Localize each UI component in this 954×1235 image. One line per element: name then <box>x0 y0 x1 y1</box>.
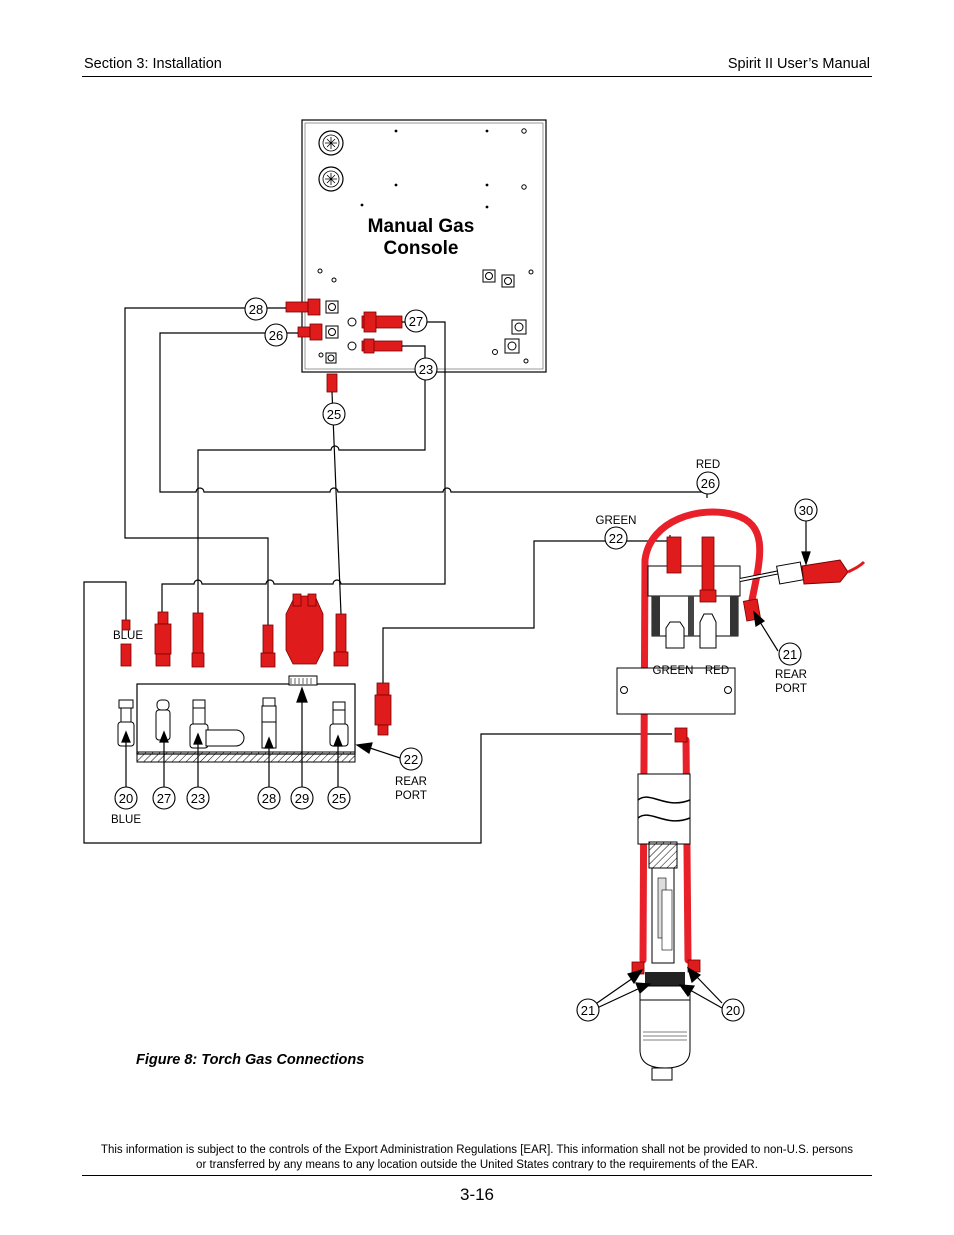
label-green-valve: GREEN <box>653 665 694 677</box>
label-red-valve: RED <box>705 665 729 677</box>
line-23 <box>197 345 426 613</box>
page-number: 3-16 <box>459 1185 495 1204</box>
footer-rule <box>82 1175 872 1176</box>
export-notice: This information is subject to the contr… <box>100 1144 854 1171</box>
header-manual-title: Spirit II User’s Manual <box>727 56 870 72</box>
manual-gas-console-panel: Manual Gas Console <box>285 119 547 393</box>
header-rule <box>82 76 872 77</box>
line-20 <box>83 581 672 844</box>
bulkhead-fittings <box>325 269 527 364</box>
label-rear-port-right-1: REAR <box>775 669 807 681</box>
label-red-hose: RED <box>696 459 720 471</box>
console-connector-icon <box>318 166 344 192</box>
manifold-red-fittings <box>120 593 392 736</box>
figure-caption: Figure 8: Torch Gas Connections <box>136 1052 365 1068</box>
header-section: Section 3: Installation <box>84 56 222 72</box>
manifold-arrows <box>121 686 401 788</box>
panel-screws <box>317 128 534 364</box>
manifold-fittings <box>117 697 349 749</box>
console-connector-icon <box>318 130 344 156</box>
callout-25-manifold: 25 <box>332 791 346 806</box>
callout-23-console: 23 <box>419 362 433 377</box>
callout-29-manifold: 29 <box>295 791 309 806</box>
label-blue-bottom: BLUE <box>111 814 141 826</box>
line-25 <box>331 391 342 615</box>
torch-assembly <box>616 508 866 1081</box>
callout-25-console: 25 <box>327 407 341 422</box>
callout-26-console: 26 <box>269 328 283 343</box>
line-26 <box>159 332 708 498</box>
callout-20-head: 20 <box>726 1003 740 1018</box>
gas-manifold-block <box>136 675 356 763</box>
console-title-line1: Manual Gas <box>368 216 475 237</box>
callout-27-manifold: 27 <box>157 791 171 806</box>
console-red-fittings <box>285 298 403 393</box>
callout-22-rear: 22 <box>404 752 418 767</box>
label-green-hose: GREEN <box>596 515 637 527</box>
callout-bubbles <box>114 297 818 1022</box>
callout-27-console: 27 <box>409 314 423 329</box>
label-rear-port-right-2: PORT <box>775 683 807 695</box>
line-28 <box>124 307 286 625</box>
callout-28-console: 28 <box>249 302 263 317</box>
torch-arrows <box>596 521 811 1009</box>
callout-22-torch: 22 <box>609 531 623 546</box>
callout-26-torch: 26 <box>701 476 715 491</box>
label-blue-top: BLUE <box>113 630 143 642</box>
console-title-line2: Console <box>384 238 459 259</box>
callout-23-manifold: 23 <box>191 791 205 806</box>
line-22 <box>382 535 671 683</box>
gas-lines <box>83 307 708 844</box>
callout-20-manifold: 20 <box>119 791 133 806</box>
callout-30: 30 <box>799 503 813 518</box>
callout-28-manifold: 28 <box>262 791 276 806</box>
label-rear-port-left-1: REAR <box>395 776 427 788</box>
callout-21-head: 21 <box>581 1003 595 1018</box>
callout-21-torch: 21 <box>783 647 797 662</box>
label-rear-port-left-2: PORT <box>395 790 427 802</box>
